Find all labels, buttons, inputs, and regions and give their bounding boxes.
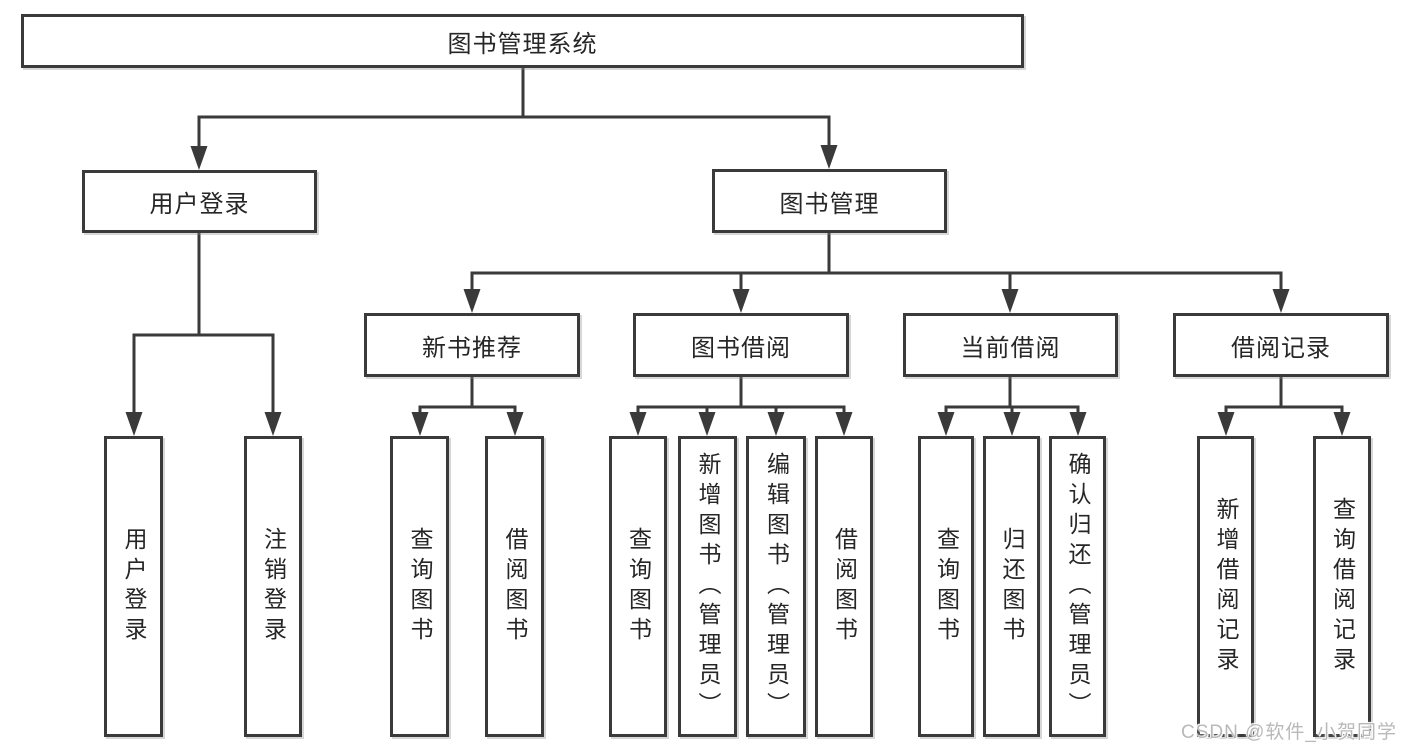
node-borrow-records-label: 借阅记录 <box>1231 334 1331 362</box>
leaf-current-query-book: 查询图书 <box>918 436 974 737</box>
leaf-borrow-edit-book-admin: 编辑图书（管理员） <box>746 436 806 737</box>
leaf-login-user-login: 用户登录 <box>104 436 163 737</box>
leaf-records-add-record: 新增借阅记录 <box>1197 436 1254 737</box>
csdn-watermark: CSDN @软件_小贺同学 <box>1181 722 1397 743</box>
node-user-login: 用户登录 <box>82 170 317 233</box>
leaf-recommend-borrow-book: 借阅图书 <box>485 436 544 737</box>
leaf-borrow-add-book-admin: 新增图书（管理员） <box>678 436 737 737</box>
node-user-login-label: 用户登录 <box>149 191 250 218</box>
leaf-borrow-borrow-book: 借阅图书 <box>815 436 873 737</box>
leaf-current-confirm-return-admin-label: 确认归还（管理员） <box>1065 451 1091 722</box>
node-book-borrow: 图书借阅 <box>633 313 849 377</box>
leaf-current-query-book-label: 查询图书 <box>933 526 960 647</box>
leaf-borrow-borrow-book-label: 借阅图书 <box>831 526 858 647</box>
leaf-records-query-record-label: 查询借阅记录 <box>1329 496 1356 677</box>
node-root: 图书管理系统 <box>21 14 1024 68</box>
leaf-records-add-record-label: 新增借阅记录 <box>1213 496 1239 677</box>
node-root-label: 图书管理系统 <box>447 30 598 58</box>
arrowheads <box>125 145 1351 436</box>
node-current-borrow: 当前借阅 <box>903 313 1118 377</box>
node-current-borrow-label: 当前借阅 <box>960 334 1061 362</box>
leaf-recommend-query-book: 查询图书 <box>390 436 449 737</box>
node-book-management-label: 图书管理 <box>779 190 880 218</box>
leaf-borrow-query-book-label: 查询图书 <box>625 526 652 647</box>
leaf-login-user-login-label: 用户登录 <box>121 526 147 647</box>
leaf-current-return-book: 归还图书 <box>983 436 1040 737</box>
leaf-recommend-borrow-book-label: 借阅图书 <box>502 526 528 647</box>
leaf-login-logout: 注销登录 <box>244 436 302 737</box>
leaf-current-return-book-label: 归还图书 <box>999 526 1025 647</box>
node-borrow-records: 借阅记录 <box>1173 313 1389 377</box>
leaf-borrow-add-book-admin-label: 新增图书（管理员） <box>695 451 721 722</box>
leaf-recommend-query-book-label: 查询图书 <box>407 526 433 647</box>
leaf-borrow-query-book: 查询图书 <box>609 436 667 737</box>
node-new-book-recommend: 新书推荐 <box>364 313 580 377</box>
leaf-login-logout-label: 注销登录 <box>260 526 287 647</box>
leaf-borrow-edit-book-admin-label: 编辑图书（管理员） <box>763 451 790 722</box>
leaf-records-query-record: 查询借阅记录 <box>1313 436 1371 737</box>
leaf-current-confirm-return-admin: 确认归还（管理员） <box>1049 436 1106 737</box>
node-book-borrow-label: 图书借阅 <box>691 334 791 362</box>
node-book-management: 图书管理 <box>712 169 947 233</box>
node-new-book-recommend-label: 新书推荐 <box>422 334 522 362</box>
